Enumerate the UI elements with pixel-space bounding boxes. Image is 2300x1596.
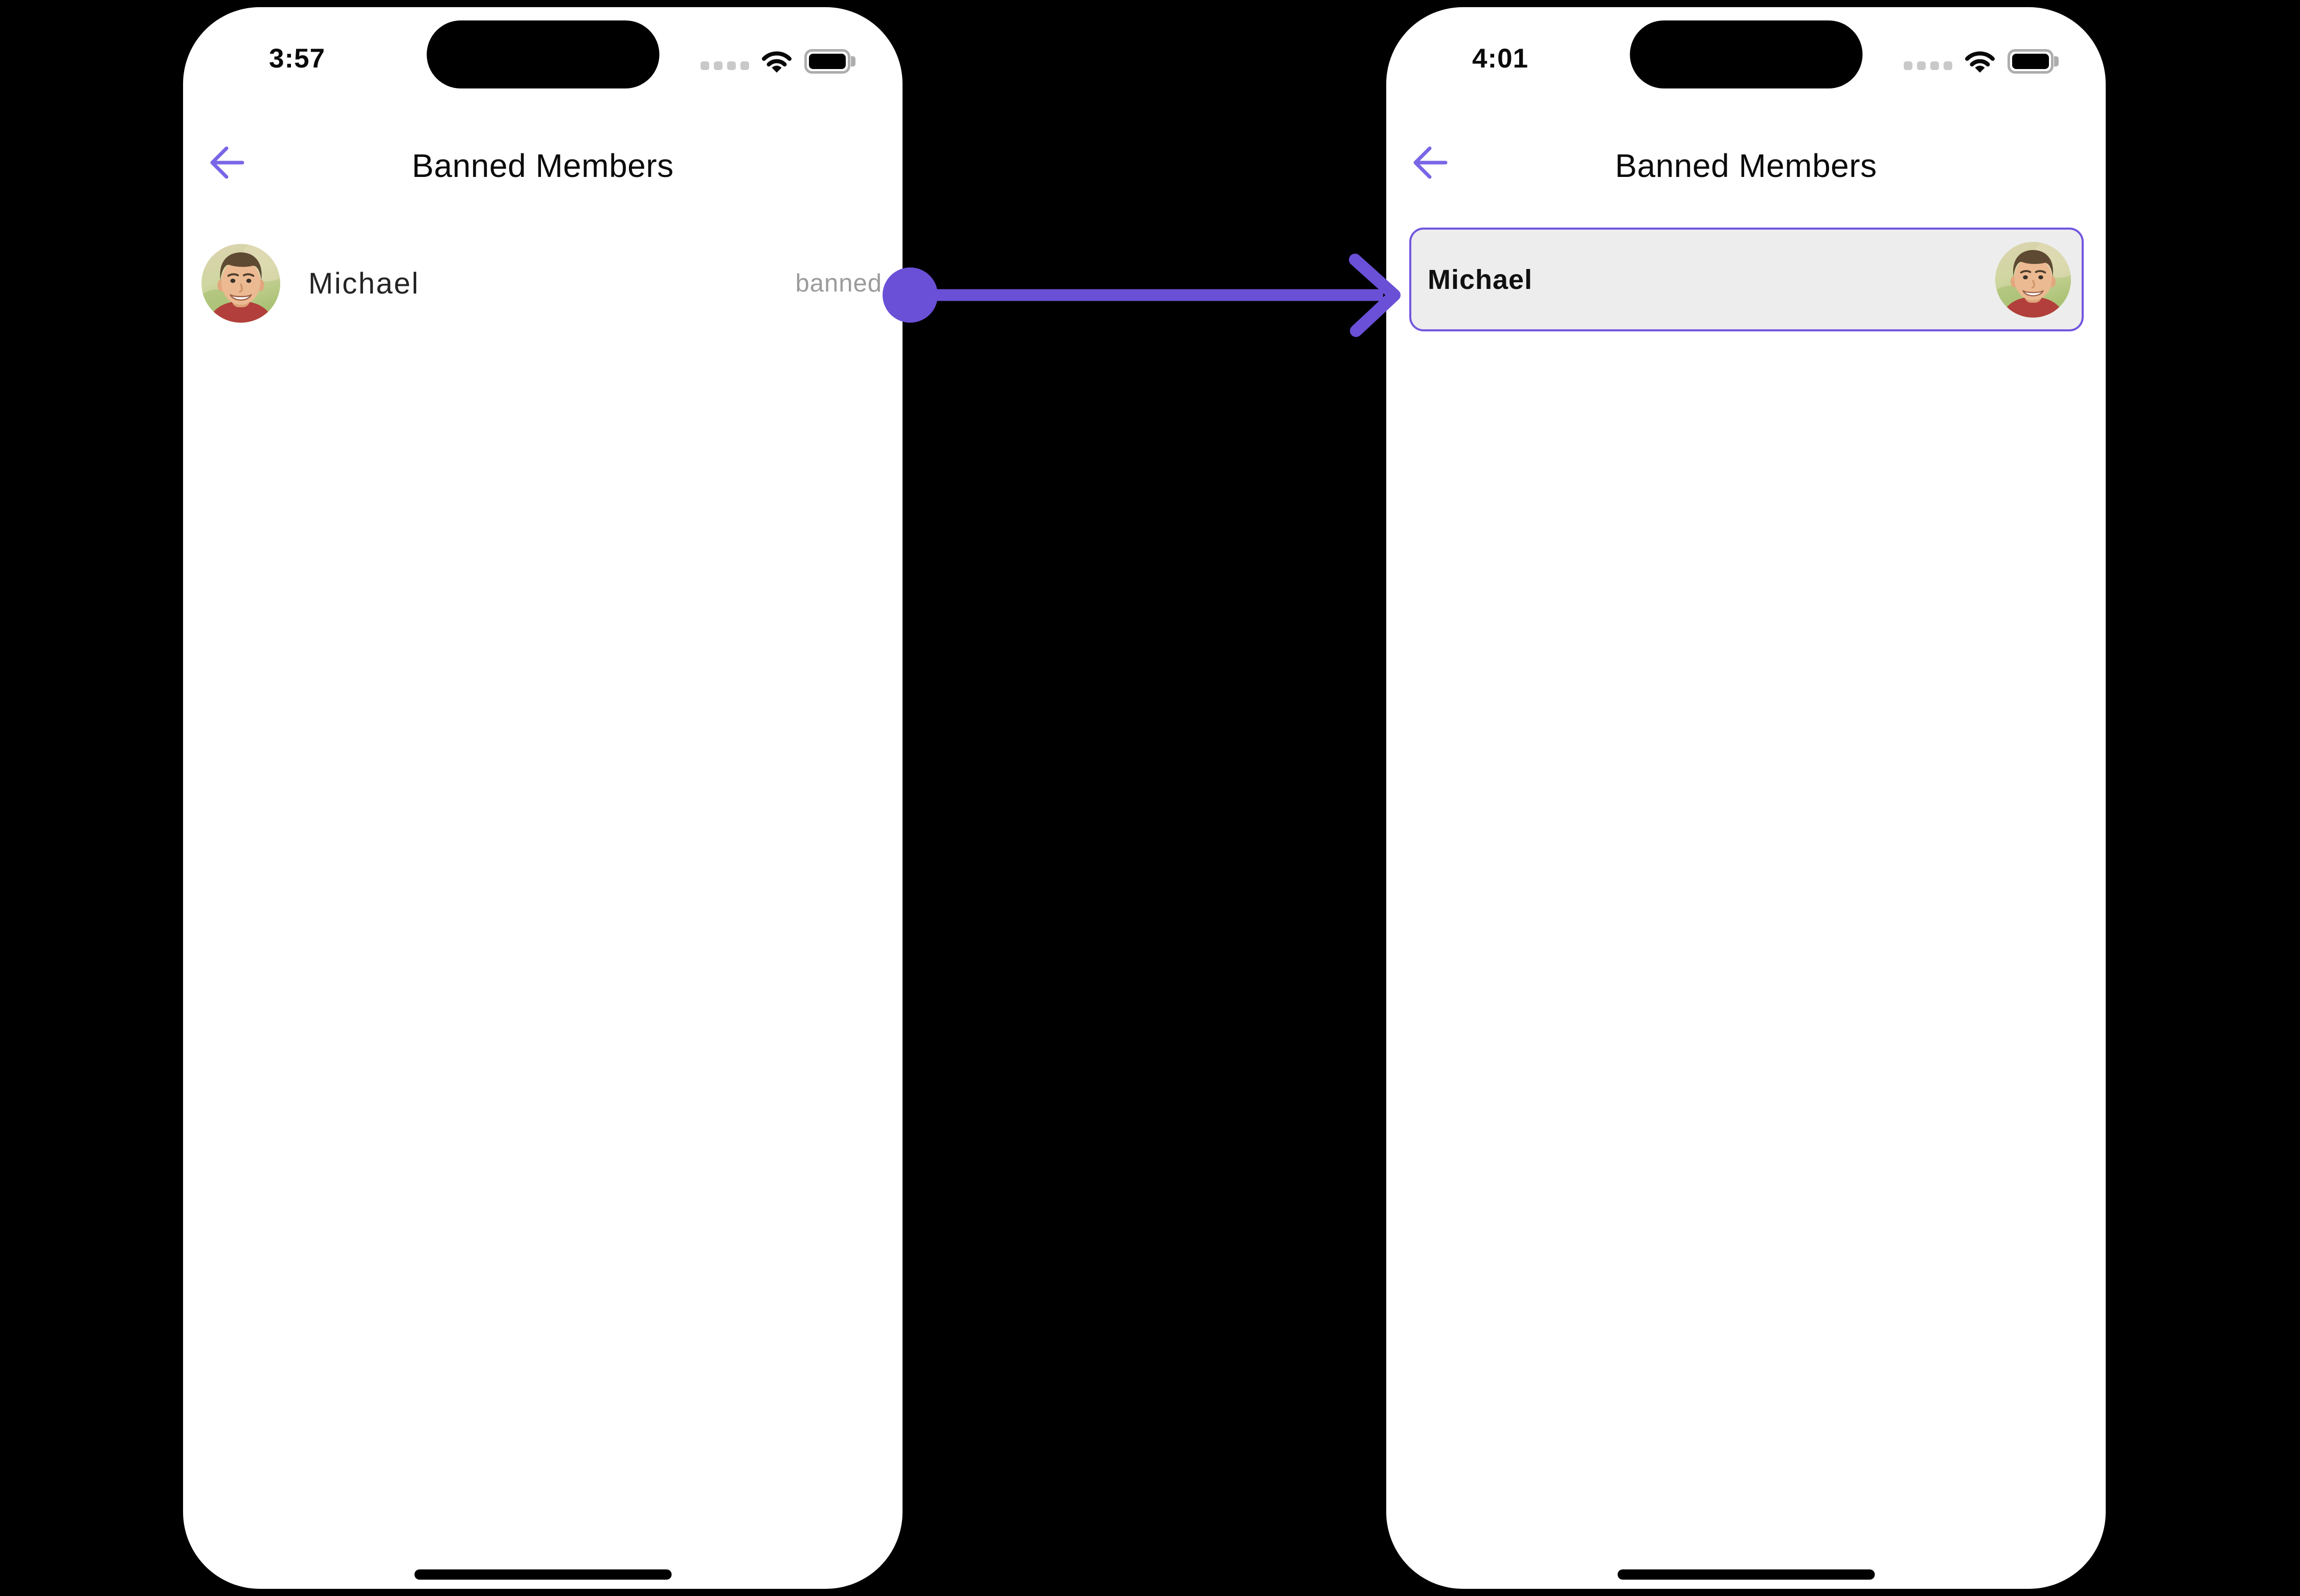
back-arrow-icon[interactable] — [207, 142, 247, 183]
dynamic-island — [426, 20, 659, 88]
home-indicator-bar[interactable] — [414, 1569, 671, 1580]
status-icons — [1904, 46, 2059, 77]
battery-full-icon — [2008, 49, 2059, 74]
wifi-icon — [761, 49, 792, 74]
member-avatar — [1995, 241, 2071, 318]
status-icons — [701, 46, 855, 77]
member-row-banned[interactable]: Michael banned — [201, 243, 882, 323]
page-title: Banned Members — [412, 147, 674, 184]
member-name: Michael — [1428, 264, 1533, 295]
navigation-header: Banned Members — [1386, 138, 2106, 194]
cellular-signal-dots-icon — [701, 61, 749, 70]
page-title: Banned Members — [1615, 147, 1877, 184]
member-row-selected[interactable]: Michael — [1409, 228, 2084, 331]
cellular-signal-dots-icon — [1904, 61, 1952, 70]
status-time: 4:01 — [1472, 43, 1529, 74]
member-status-badge: banned — [795, 269, 882, 297]
phone-left: 3:57 Banned Members — [183, 7, 903, 1589]
status-time: 3:57 — [269, 43, 326, 74]
member-avatar — [201, 243, 281, 323]
wifi-icon — [1965, 49, 1995, 74]
flow-arrow — [883, 254, 1401, 337]
dynamic-island — [1630, 20, 1862, 88]
battery-full-icon — [804, 49, 855, 74]
navigation-header: Banned Members — [183, 138, 903, 194]
back-arrow-icon[interactable] — [1410, 142, 1451, 183]
phone-right: 4:01 Banned Members — [1386, 7, 2106, 1589]
home-indicator-bar[interactable] — [1617, 1569, 1875, 1580]
member-name: Michael — [308, 266, 420, 300]
